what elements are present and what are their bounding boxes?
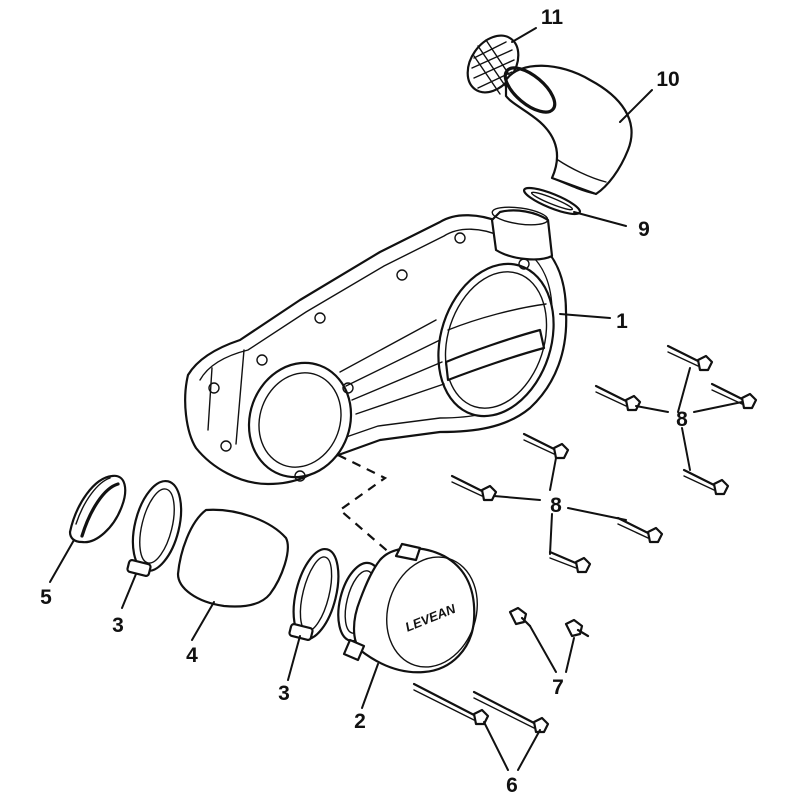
part-9-gasket-ring	[522, 186, 582, 216]
bolt-8-h	[548, 550, 592, 574]
part-3-clamp-left	[126, 479, 183, 577]
bolt-8-a	[666, 344, 714, 372]
callout-6: 6	[506, 774, 518, 797]
part-4-gasket	[176, 508, 289, 608]
callout-10: 10	[656, 68, 679, 91]
callout-8-upper: 8	[676, 408, 688, 431]
assembly-dashed-line	[337, 454, 393, 556]
part-6-long-bolts	[412, 682, 550, 734]
callout-7: 7	[552, 676, 564, 699]
part-10-intake-elbow	[503, 64, 633, 196]
part-2-inspection-cover: LEVEAN	[337, 542, 478, 674]
callout-1: 1	[616, 310, 628, 333]
callout-5: 5	[40, 586, 52, 609]
callout-4: 4	[186, 644, 198, 667]
part-3-clamp-right	[288, 548, 340, 641]
callout-3-left: 3	[112, 614, 124, 637]
bolt-6-a	[412, 682, 490, 726]
part-1-primary-cover	[184, 206, 568, 486]
part-8-bolts	[450, 344, 758, 574]
bolt-8-g	[616, 516, 664, 544]
part-5-seal	[68, 474, 127, 544]
part-7-short-bolts	[508, 606, 590, 638]
callout-3-right: 3	[278, 682, 290, 705]
bolt-7-a	[508, 606, 532, 628]
bolt-8-e	[450, 474, 498, 502]
callout-9: 9	[638, 218, 650, 241]
bolt-6-b	[472, 690, 550, 734]
bolt-8-c	[594, 384, 642, 412]
bolt-8-f	[682, 468, 730, 496]
callout-labels: 11 10 9 1 8 8 7 6 2 3 4 3 5	[40, 6, 688, 797]
callout-2: 2	[354, 710, 366, 733]
bolt-8-b	[710, 382, 758, 410]
leader-lines	[49, 27, 743, 771]
callout-11: 11	[541, 6, 564, 29]
bolt-8-d	[522, 432, 570, 460]
bolt-7-b	[564, 618, 590, 638]
callout-8-lower: 8	[550, 494, 562, 517]
